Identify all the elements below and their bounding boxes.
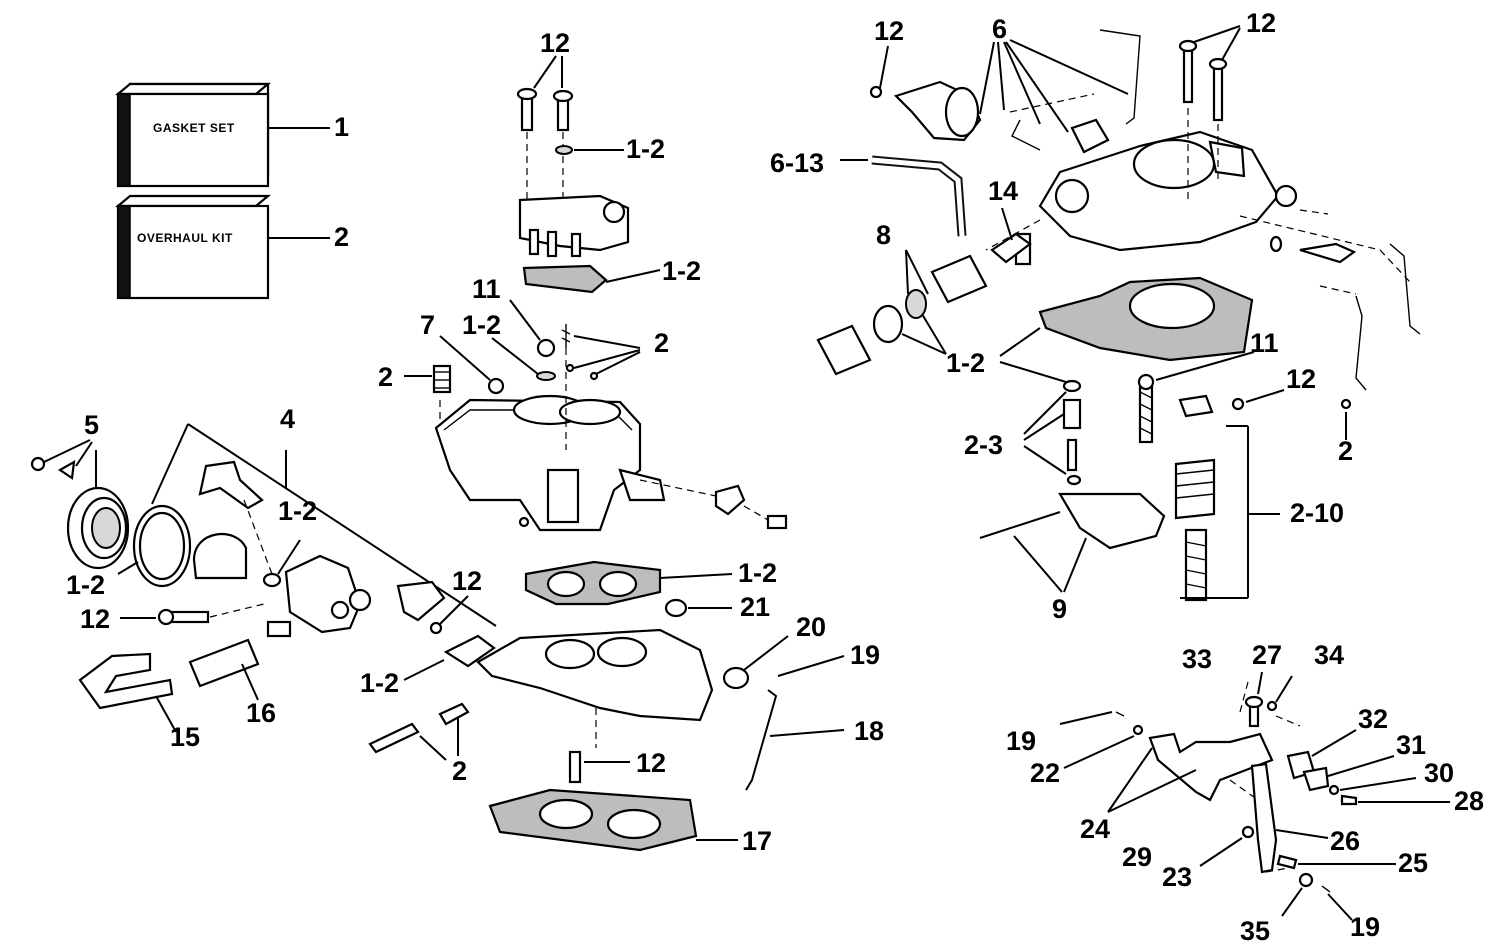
callout-1-2-choke-gasket: 1-2 (662, 256, 701, 286)
callout-18: 18 (854, 716, 884, 746)
callout-1-2-airhorn-gasket: 1-2 (946, 348, 985, 378)
callout-2-pump: 2 (378, 362, 393, 392)
choke-gasket-ring (117, 504, 192, 588)
float-parts-right (1269, 235, 1421, 440)
needle-seat-parts (1023, 379, 1082, 486)
choke-pull-off-housing (518, 194, 630, 258)
screw-12-left (120, 603, 265, 626)
callout-2-right: 2 (1338, 436, 1353, 466)
pump-parts-center (404, 299, 641, 450)
vacuum-hose-6-13 (840, 155, 967, 237)
float-9 (979, 492, 1166, 593)
choke-diaphragm-assy (262, 539, 372, 638)
choke-thermostat-cover (30, 439, 130, 570)
idle-screws (368, 702, 470, 761)
callout-2-idle: 2 (452, 756, 467, 786)
base-gasket-17 (488, 788, 738, 852)
callout-22: 22 (1030, 758, 1060, 788)
hose-16 (188, 638, 260, 701)
callout-2-3: 2-3 (964, 430, 1003, 460)
callout-1: 1 (334, 112, 349, 142)
callout-23: 23 (1162, 862, 1192, 892)
callout-4-bracket (151, 423, 497, 627)
callout-11-left: 11 (472, 274, 501, 304)
callout-12-vacuum: 12 (874, 16, 904, 46)
callout-12-left: 12 (80, 604, 110, 634)
callout-14: 14 (988, 176, 1018, 206)
choke-vacuum-break (869, 39, 1129, 142)
overhaul-kit-label: OVERHAUL KIT (137, 231, 233, 245)
callout-30: 30 (1424, 758, 1454, 788)
callout-12-mid: 12 (452, 566, 482, 596)
lever-bracket-mid (396, 580, 496, 681)
callout-17: 17 (742, 826, 772, 856)
overhaul-kit-box (114, 194, 330, 300)
callout-9: 9 (1052, 594, 1067, 624)
callout-12-bottom: 12 (636, 748, 666, 778)
callout-35: 35 (1240, 916, 1270, 946)
callout-1-2-lever: 1-2 (360, 668, 399, 698)
choke-lever-link (198, 460, 273, 575)
callout-26: 26 (1330, 826, 1360, 856)
callout-11-right: 11 (1250, 328, 1279, 358)
bushing-20 (722, 635, 789, 690)
callout-1-2-center: 1-2 (462, 310, 501, 340)
callout-1-2-throttle-gasket: 1-2 (738, 558, 777, 588)
throttle-gasket-upper (524, 560, 733, 606)
callout-27: 27 (1252, 640, 1282, 670)
throttle-body (476, 628, 714, 748)
choke-baffle-plate (192, 532, 248, 580)
callout-12-top: 12 (540, 28, 570, 58)
top-screws-group (516, 55, 624, 200)
callout-5: 5 (84, 410, 99, 440)
callout-31: 31 (1396, 730, 1426, 760)
callout-12-pump: 12 (1286, 364, 1316, 394)
rod-18 (745, 655, 845, 791)
bolt-12-bottom (568, 750, 630, 784)
callout-16: 16 (246, 698, 276, 728)
callout-21: 21 (740, 592, 770, 622)
callout-32: 32 (1358, 704, 1388, 734)
fuel-bowl-body (434, 394, 666, 532)
callout-4: 4 (280, 404, 295, 434)
pump-plunger-2-10 (1137, 351, 1285, 602)
callout-2-kit: 2 (334, 222, 349, 252)
callout-19-linkage: 19 (1006, 726, 1036, 756)
gasket-set-label: GASKET SET (153, 121, 235, 135)
callout-2-10: 2-10 (1290, 498, 1344, 528)
callout-15: 15 (170, 722, 200, 752)
callout-19-rod: 19 (850, 640, 880, 670)
callout-24: 24 (1080, 814, 1110, 844)
callout-20: 20 (796, 612, 826, 642)
fast-idle-cam (639, 479, 788, 530)
linkage-assembly (1059, 671, 1450, 921)
callout-8: 8 (876, 220, 891, 250)
callout-1-2-top: 1-2 (626, 134, 665, 164)
callout-1-2-diaphragm: 1-2 (278, 496, 317, 526)
callout-19-bottom: 19 (1350, 912, 1380, 942)
callout-6-13: 6-13 (770, 148, 824, 178)
callout-1-2-ring: 1-2 (66, 570, 105, 600)
gasket-set-box (114, 82, 330, 188)
callout-25: 25 (1398, 848, 1428, 878)
callout-2-center: 2 (654, 328, 669, 358)
callout-29: 29 (1122, 842, 1152, 872)
air-horn-main (1038, 25, 1411, 283)
callout-34: 34 (1314, 640, 1344, 670)
choke-rods-upper (1009, 29, 1141, 154)
choke-gasket-upper (522, 264, 661, 294)
callout-33: 33 (1182, 644, 1212, 674)
fuel-filter-parts (816, 207, 1041, 376)
callout-28: 28 (1454, 786, 1484, 816)
hose-15 (78, 652, 177, 733)
callout-12-airhorn: 12 (1246, 8, 1276, 38)
washer-21 (664, 598, 732, 618)
callout-6: 6 (992, 14, 1007, 44)
callout-7: 7 (420, 310, 435, 340)
air-horn-gasket (999, 276, 1254, 383)
